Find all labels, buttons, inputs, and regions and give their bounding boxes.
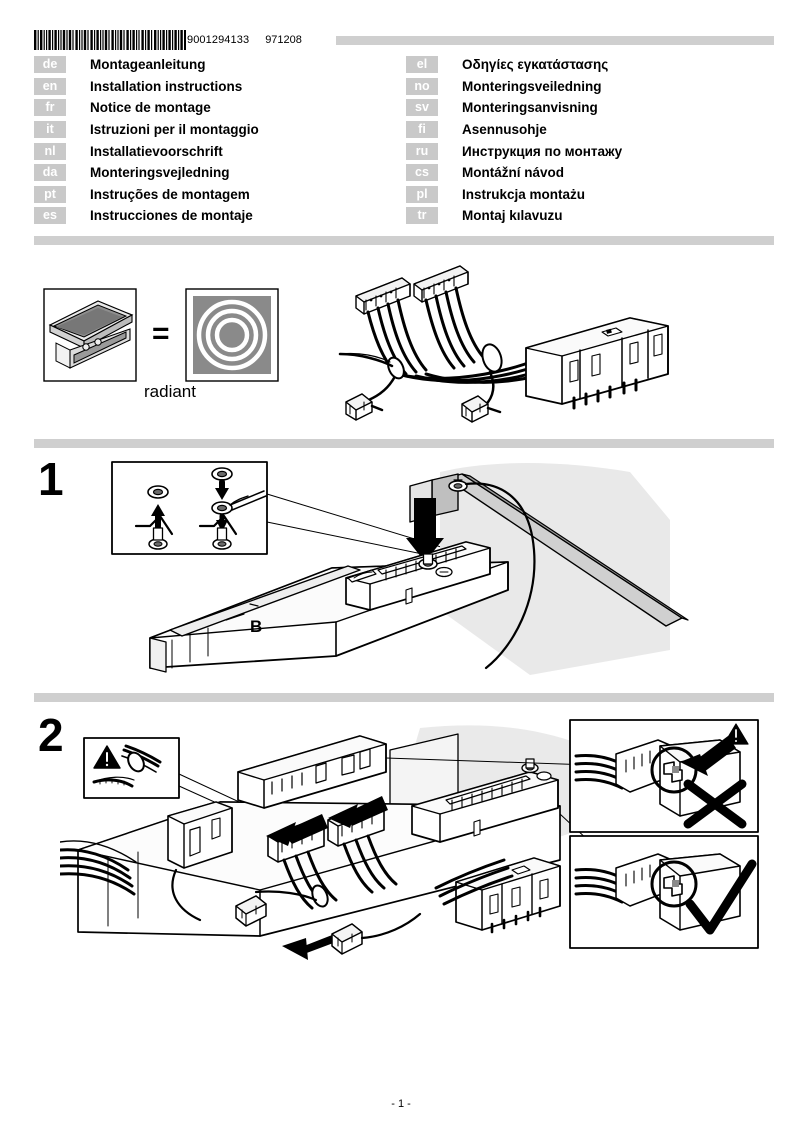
language-row: el Οδηγίες εγκατάστασης [406,54,778,76]
language-row: pl Instrukcja montażu [406,184,778,206]
language-code-pt: pt [34,185,66,203]
language-row: fi Asennusohje [406,119,778,141]
wiring-harness-figure [330,262,680,427]
language-row: pt Instruções de montagem [34,184,406,206]
language-title-en: Installation instructions [90,78,243,94]
language-title-cs: Montážní návod [462,165,564,181]
language-row: de Montageanleitung [34,54,406,76]
equals-symbol: = [152,317,170,350]
page-number: - 1 - [391,1098,411,1110]
language-row: da Monteringsvejledning [34,162,406,184]
language-code-pl: pl [406,185,438,203]
language-code-sv: sv [406,99,438,117]
document-header: 9001294133 971208 [34,30,774,52]
language-code-fr: fr [34,99,66,117]
language-column-left: de Montageanleitung en Installation inst… [34,54,406,227]
language-code-ru: ru [406,142,438,160]
barcode-icon [34,30,186,50]
language-row: cs Montážní návod [406,162,778,184]
language-title-pt: Instruções de montagem [90,186,250,202]
language-title-el: Οδηγίες εγκατάστασης [462,57,609,73]
step2-figure [60,710,760,960]
language-code-el: el [406,56,438,74]
language-code-en: en [34,77,66,95]
section-separator-step1 [34,439,774,448]
language-title-no: Monteringsveiledning [462,78,602,94]
language-code-tr: tr [406,207,438,225]
language-code-no: no [406,77,438,95]
language-title-fi: Asennusohje [462,122,547,138]
header-separator-bar [336,36,774,45]
language-row: es Instrucciones de montaje [34,205,406,227]
language-code-fi: fi [406,121,438,139]
language-row: it Istruzioni per il montaggio [34,119,406,141]
language-code-cs: cs [406,164,438,182]
step1-figure: B [110,450,690,675]
barcode-number: 9001294133 [187,34,250,46]
language-code-da: da [34,164,66,182]
language-title-fr: Notice de montage [90,100,211,116]
language-title-it: Istruzioni per il montaggio [90,122,259,138]
language-title-tr: Montaj kılavuzu [462,208,563,224]
step-number-2: 2 [38,709,64,761]
language-code-nl: nl [34,142,66,160]
barcode-row: 9001294133 971208 [34,30,774,52]
date-code: 971208 [265,34,302,46]
language-title-ru: Инструкция по монтажу [462,143,623,159]
language-code-de: de [34,56,66,74]
language-row: sv Monteringsanvisning [406,97,778,119]
language-title-de: Montageanleitung [90,57,206,73]
language-row: fr Notice de montage [34,97,406,119]
language-title-pl: Instrukcja montażu [462,186,586,202]
language-column-right: el Οδηγίες εγκατάστασης no Monteringsvei… [406,54,778,227]
part-label-b: B [250,617,262,636]
language-row: tr Montaj kılavuzu [406,205,778,227]
language-title-sv: Monteringsanvisning [462,100,598,116]
section-separator-overview [34,236,774,245]
language-row: en Installation instructions [34,76,406,98]
language-code-it: it [34,121,66,139]
step-number-1: 1 [38,453,64,505]
language-row: ru Инструкция по монтажу [406,140,778,162]
language-row: no Monteringsveiledning [406,76,778,98]
language-title-da: Monteringsvejledning [90,165,230,181]
language-title-nl: Installatievoorschrift [90,143,223,159]
hob-type-figure: = [40,285,300,385]
language-row: nl Installatievoorschrift [34,140,406,162]
language-list: de Montageanleitung en Installation inst… [34,54,778,227]
language-code-es: es [34,207,66,225]
language-title-es: Instrucciones de montaje [90,208,253,224]
hob-type-label: radiant [144,382,196,401]
section-separator-step2 [34,693,774,702]
